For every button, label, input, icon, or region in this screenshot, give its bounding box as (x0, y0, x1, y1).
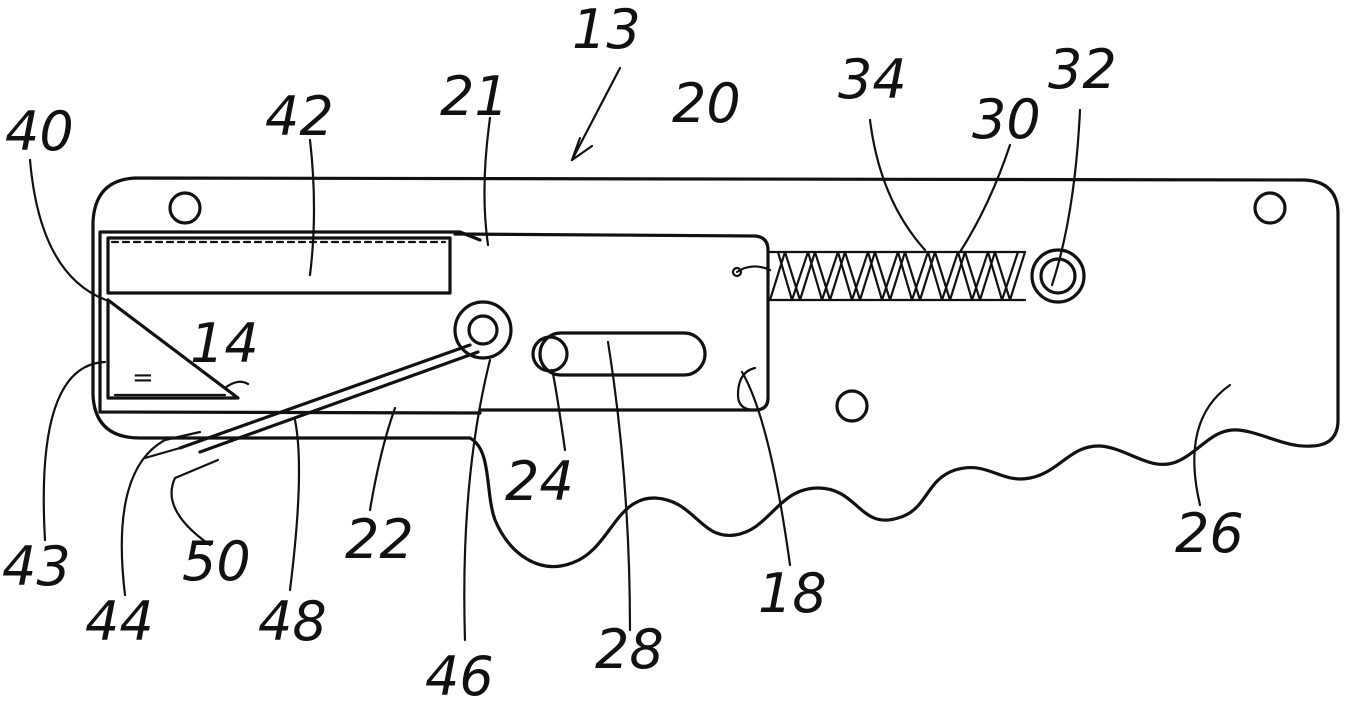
label-48: 48 (258, 590, 327, 653)
label-40: 40 (5, 100, 74, 163)
label-44: 44 (85, 590, 154, 653)
leader-lines (28, 66, 1232, 642)
label-26: 26 (1175, 502, 1244, 565)
label-20: 20 (672, 72, 741, 135)
label-18: 18 (758, 562, 827, 625)
label-22: 22 (345, 508, 414, 571)
label-14: 14 (190, 312, 259, 375)
blade-marking: = (132, 363, 154, 393)
label-32: 32 (1048, 38, 1117, 101)
slide-member-20 (453, 232, 770, 412)
label-30: 30 (972, 88, 1041, 151)
blade-recess-42 (106, 236, 452, 295)
pin-24 (531, 335, 569, 373)
label-28: 28 (595, 618, 664, 681)
spring-hook (731, 266, 743, 278)
slot-28 (538, 331, 707, 377)
label-43: 43 (2, 535, 71, 598)
channel-22 (98, 230, 482, 415)
label-42: 42 (265, 85, 334, 148)
anchor-32-inner (1039, 257, 1077, 295)
pivot-46-outer (453, 300, 513, 360)
blade-14 (106, 298, 240, 400)
label-34: 34 (838, 48, 907, 111)
mounting-hole-right (1253, 191, 1287, 225)
label-50: 50 (182, 530, 251, 593)
mounting-hole-left (168, 191, 202, 225)
lever-tip (143, 446, 182, 460)
label-21: 21 (440, 65, 509, 128)
mounting-hole-bottom (835, 389, 869, 423)
label-46: 46 (425, 645, 494, 707)
lever-arm-48 (178, 343, 480, 454)
notch-18 (736, 366, 757, 412)
pivot-46-inner (467, 314, 499, 346)
housing-outline (91, 176, 1340, 569)
label-13: 13 (572, 0, 641, 61)
label-24: 24 (505, 450, 574, 513)
anchor-32-outer (1030, 248, 1086, 304)
spring-30 (735, 250, 1027, 302)
